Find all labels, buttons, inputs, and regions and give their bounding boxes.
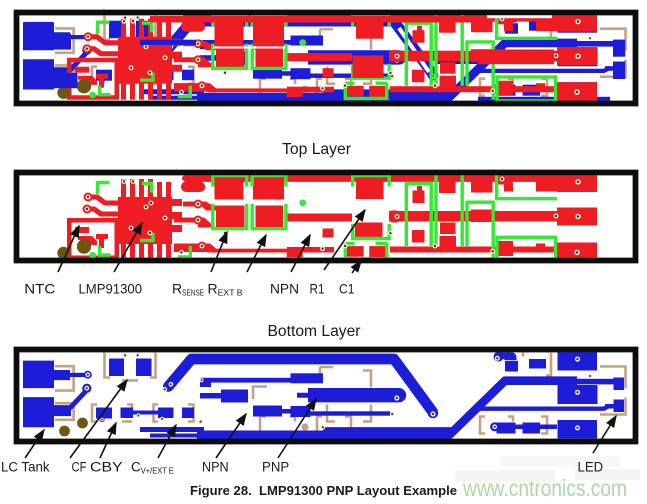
svg-text:CBY: CBY [90, 460, 123, 475]
svg-text:www.cntronics.com: www.cntronics.com [462, 475, 627, 501]
svg-text:PNP: PNP [262, 460, 289, 475]
svg-text:LED: LED [578, 460, 604, 475]
svg-text:Figure 28. LMP91300 PNP Layou: Figure 28. LMP91300 PNP Layout Example [190, 484, 457, 498]
svg-text:REXT B: REXT B [208, 281, 243, 298]
svg-text:LMP91300: LMP91300 [79, 281, 143, 297]
svg-text:NPN: NPN [202, 460, 229, 475]
svg-text:NTC: NTC [24, 281, 55, 297]
svg-text:Bottom Layer: Bottom Layer [268, 323, 361, 340]
svg-text:CV+/EXT E: CV+/EXT E [131, 460, 174, 476]
svg-text:C1: C1 [339, 281, 355, 297]
svg-text:Top Layer: Top Layer [282, 141, 351, 158]
svg-text:RSENSE: RSENSE [172, 281, 204, 298]
svg-text:CF: CF [72, 460, 87, 475]
svg-text:NPN: NPN [270, 281, 299, 297]
svg-text:R1: R1 [310, 281, 325, 297]
svg-text:LC Tank: LC Tank [1, 460, 50, 475]
